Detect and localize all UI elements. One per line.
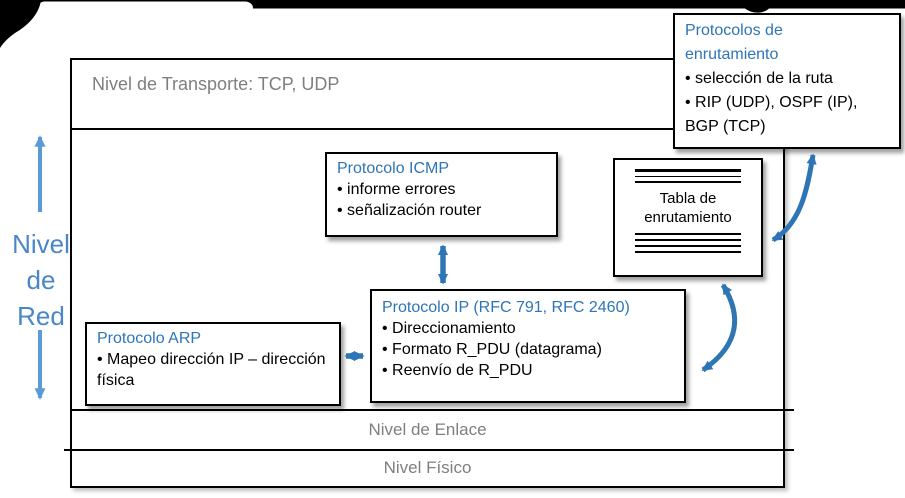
icmp-box: Protocolo ICMP • informe errores • señal… (325, 152, 558, 237)
ip-box: Protocolo IP (RFC 791, RFC 2460) • Direc… (370, 289, 686, 403)
link-layer-label: Nivel de Enlace (368, 420, 487, 439)
routing-protocols-title: Protocolos de (685, 22, 783, 39)
transport-network-divider (70, 128, 785, 130)
routing-protocols-box: Protocolos de enrutamiento • selección d… (673, 13, 901, 149)
bullet-item: • señalización router (337, 202, 482, 219)
network-stack-container (70, 58, 785, 488)
icmp-box-title: Protocolo ICMP (337, 160, 450, 177)
bullet-item: • selección de la ruta (685, 70, 833, 87)
bullet-item: • Reenvío de R_PDU (382, 362, 533, 379)
top-bar-notch (37, 1, 253, 15)
table-rule-icon (635, 232, 741, 235)
table-rule-icon (635, 239, 741, 241)
table-rule-icon (635, 181, 741, 183)
transport-layer-label: Nivel de Transporte: TCP, UDP (92, 74, 340, 94)
table-rule-icon (635, 175, 741, 177)
arp-box: Protocolo ARP • Mapeo dirección IP – dir… (85, 322, 341, 406)
bullet-item: • Formato R_PDU (datagrama) (382, 341, 602, 358)
physical-layer-label: Nivel Físico (383, 458, 472, 477)
network-layer-side-label: Nivel de Red (3, 226, 79, 334)
routing-table-label: Tabla de enrutamiento (644, 189, 732, 226)
table-rule-icon (635, 169, 741, 172)
arp-box-title: Protocolo ARP (97, 330, 202, 347)
ip-box-title: Protocolo IP (RFC 791, RFC 2460) (382, 299, 630, 316)
side-label-line: de (26, 265, 56, 295)
bullet-item: • Direccionamiento (382, 320, 516, 337)
link-physical-divider (64, 449, 794, 451)
top-bar-blob (745, 8, 769, 13)
network-link-divider (70, 409, 794, 411)
side-label-line: Red (17, 301, 65, 331)
table-rule-icon (635, 251, 741, 253)
bullet-item: • informe errores (337, 181, 456, 198)
routing-protocols-title: enrutamiento (685, 46, 779, 63)
table-rule-icon (635, 244, 741, 247)
top-bar (0, 0, 905, 9)
bullet-item: • Mapeo dirección IP – dirección física (97, 351, 326, 389)
corner-swoosh (0, 0, 41, 48)
side-label-line: Nivel (12, 229, 70, 259)
bullet-item: • RIP (UDP), OSPF (IP), BGP (TCP) (685, 94, 858, 135)
routing-table-box: Tabla de enrutamiento (613, 158, 763, 277)
